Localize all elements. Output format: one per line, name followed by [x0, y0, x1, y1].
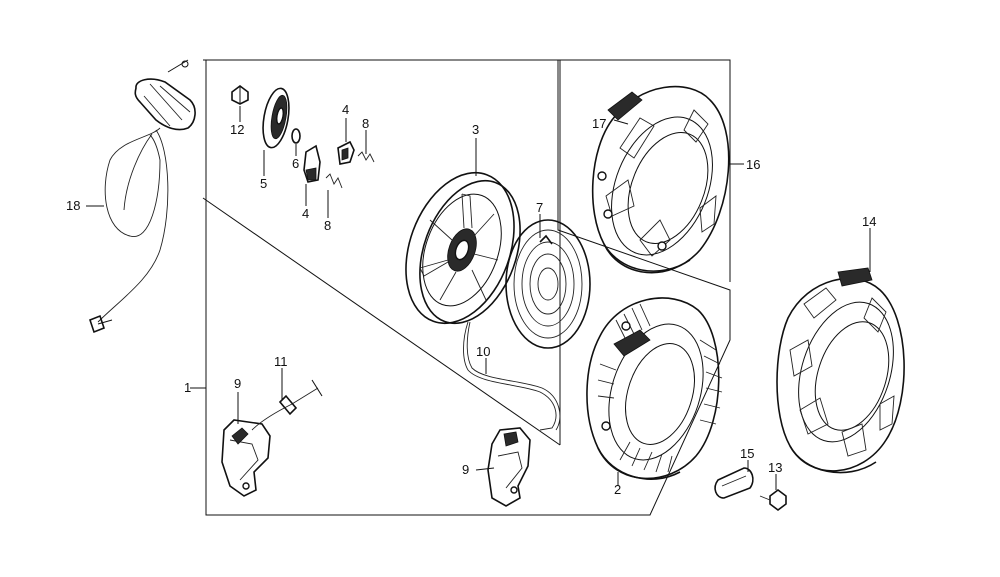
part-2-starter-case [586, 297, 723, 480]
part-15-spacer [714, 467, 754, 499]
part-14-outer-cover [776, 267, 905, 474]
callout-9-left: 9 [234, 376, 241, 391]
callout-12: 12 [230, 122, 244, 137]
part-5-ratchet [262, 87, 290, 149]
part-17-starter-case [591, 85, 730, 274]
callout-10: 10 [476, 344, 490, 359]
part-3-rope-pulley [405, 171, 521, 325]
callout-6: 6 [292, 156, 299, 171]
assembly-boundary-1 [202, 59, 731, 516]
part-7-recoil-spring [505, 219, 591, 349]
leader-lines [86, 106, 871, 490]
callout-16: 16 [746, 157, 760, 172]
callout-3: 3 [472, 122, 479, 137]
callout-2: 2 [614, 482, 621, 497]
part-8-spring-lower [325, 173, 343, 189]
callout-11: 11 [274, 354, 288, 369]
part-12-bolt [231, 85, 249, 105]
callout-4-upper: 4 [342, 102, 349, 117]
part-10-rope [463, 321, 561, 431]
callout-9-right: 9 [462, 462, 469, 477]
part-9-bracket-right [487, 427, 531, 507]
callout-8-upper: 8 [362, 116, 369, 131]
part-4-pawl-lower [303, 144, 321, 183]
part-13-bolt [759, 489, 787, 511]
callout-17: 17 [592, 116, 606, 131]
callout-15: 15 [740, 446, 754, 461]
callout-labels: 1 2 3 4 4 5 6 7 8 8 9 9 10 11 12 13 14 1… [66, 102, 876, 497]
part-4-pawl-upper [337, 140, 355, 165]
callout-5: 5 [260, 176, 267, 191]
callout-1: 1 [184, 380, 191, 395]
callout-18: 18 [66, 198, 80, 213]
callout-8-lower: 8 [324, 218, 331, 233]
callout-13: 13 [768, 460, 782, 475]
callout-7: 7 [536, 200, 543, 215]
starter-rope-grip [89, 59, 196, 334]
part-11-cable-bolt [251, 379, 323, 431]
part-9-bracket-left [221, 419, 271, 497]
part-8-spring-upper [357, 151, 375, 163]
callout-4-lower: 4 [302, 206, 309, 221]
callout-14: 14 [862, 214, 876, 229]
part-6-washer [291, 128, 301, 144]
